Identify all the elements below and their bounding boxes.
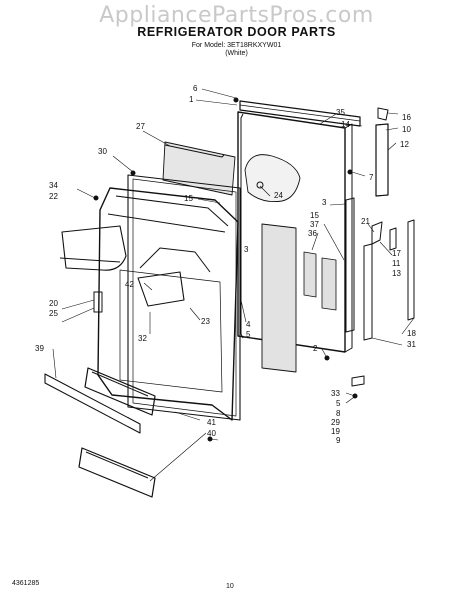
- callout-3b: 3: [244, 245, 249, 254]
- callout-1: 1: [189, 95, 194, 104]
- callout-21: 21: [361, 217, 370, 226]
- callout-5b: 5: [336, 399, 341, 408]
- callout-22: 22: [49, 192, 58, 201]
- callout-17: 17: [392, 249, 401, 258]
- model-line: For Model: 3ET18RKXYW01: [191, 42, 282, 49]
- callout-9: 9: [336, 436, 341, 445]
- callout-19: 19: [331, 427, 340, 436]
- leader-lines: [52, 88, 415, 482]
- callout-42: 42: [125, 280, 134, 289]
- door-shelves: [44, 367, 156, 498]
- inner-door-liner: [97, 187, 239, 421]
- callout-36: 36: [308, 229, 317, 238]
- callout-18: 18: [407, 329, 416, 338]
- page-number: 10: [226, 583, 234, 590]
- callout-6: 6: [193, 84, 198, 93]
- callout-16: 16: [402, 113, 411, 122]
- callout-15b: 15: [310, 211, 319, 220]
- callout-2: 2: [313, 344, 318, 353]
- callout-7: 7: [369, 173, 374, 182]
- watermark: AppliancePartsPros.com: [99, 3, 374, 28]
- callout-8: 8: [336, 409, 341, 418]
- door-frame-gasket: [127, 174, 241, 421]
- callout-24: 24: [274, 191, 283, 200]
- callout-32: 32: [138, 334, 147, 343]
- callout-30: 30: [98, 147, 107, 156]
- callout-27: 27: [136, 122, 145, 131]
- callout-33: 33: [331, 389, 340, 398]
- outer-door-panel: [237, 111, 353, 353]
- callout-3a: 3: [322, 198, 327, 207]
- page-title: REFRIGERATOR DOOR PARTS: [137, 25, 336, 39]
- callout-10: 10: [402, 125, 411, 134]
- callout-13: 13: [392, 269, 401, 278]
- callout-40: 40: [207, 429, 216, 438]
- callout-35: 35: [336, 108, 345, 117]
- callout-labels: 6 1 35 14 16 10 12 27 30 7 24 34 22 15 3…: [35, 84, 416, 445]
- callout-34: 34: [49, 181, 58, 190]
- document-number: 4361285: [12, 580, 40, 587]
- color-line: (White): [225, 50, 248, 57]
- callout-14: 14: [341, 120, 350, 129]
- callout-39: 39: [35, 344, 44, 353]
- callout-25: 25: [49, 309, 58, 318]
- callout-37: 37: [310, 220, 319, 229]
- callout-41: 41: [207, 418, 216, 427]
- callout-31: 31: [407, 340, 416, 349]
- callout-29: 29: [331, 418, 340, 427]
- insulation-panel: [261, 223, 297, 373]
- callout-4: 4: [246, 320, 251, 329]
- small-hardware: [59, 97, 397, 442]
- callout-20: 20: [49, 299, 58, 308]
- callout-23: 23: [201, 317, 210, 326]
- right-trim-pieces: [303, 123, 415, 341]
- callout-15a: 15: [184, 194, 193, 203]
- callout-5a: 5: [246, 330, 251, 339]
- callout-12: 12: [400, 140, 409, 149]
- door-gasket: [162, 141, 236, 196]
- callout-11: 11: [392, 259, 401, 268]
